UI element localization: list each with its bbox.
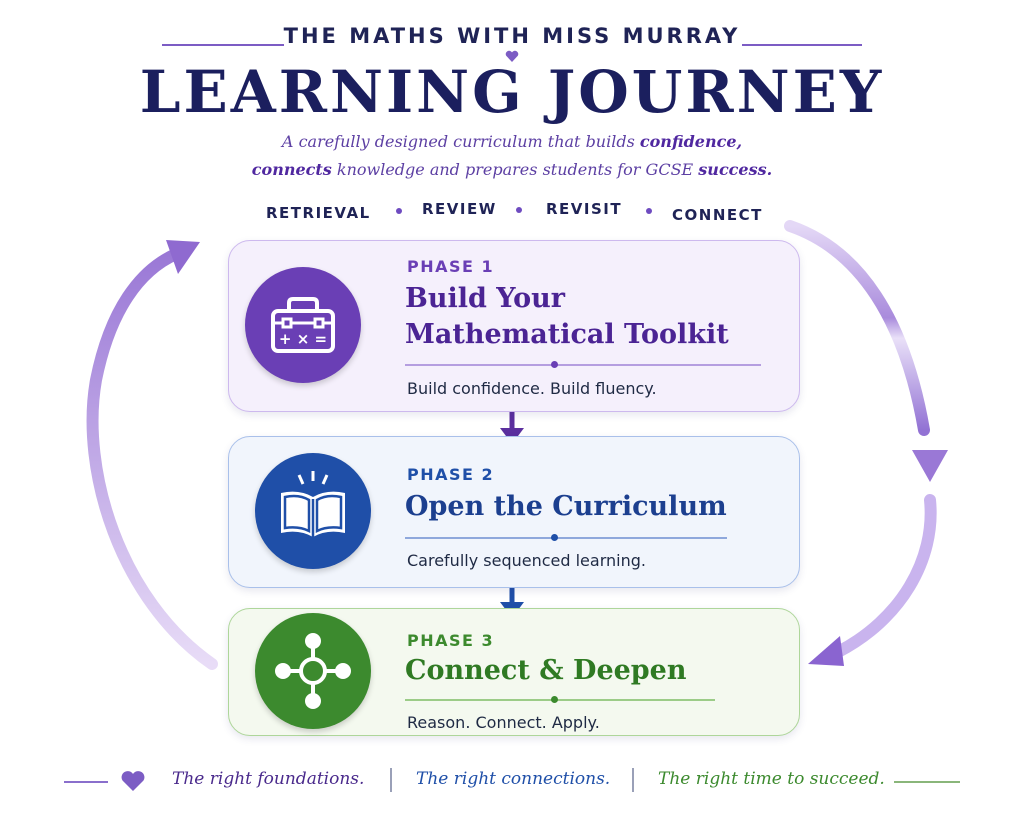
subtitle-emphasis-3: success. — [698, 160, 773, 179]
phase-2-rule — [405, 537, 727, 539]
phase-card-3: PHASE 3 Connect & Deepen Reason. Connect… — [228, 608, 800, 736]
phase-1-description: Build confidence. Build fluency. — [407, 379, 657, 398]
subtitle-text-2: knowledge and prepares students for GCSE — [331, 160, 699, 179]
principle-separator — [516, 207, 522, 213]
phase-1-label: PHASE 1 — [407, 257, 495, 276]
phase-1-rule — [405, 364, 761, 366]
toolkit-icon: + × = — [271, 297, 335, 353]
heart-icon — [121, 771, 145, 791]
subtitle-emphasis-2: connects — [251, 160, 332, 179]
subtitle: A carefully designed curriculum that bui… — [212, 128, 812, 184]
principle-revisit: REVISIT — [546, 200, 623, 218]
phase-2-rule-dot — [551, 534, 558, 541]
phase-2-description: Carefully sequenced learning. — [407, 551, 646, 570]
phase-2-badge — [255, 453, 371, 569]
footer-connections: The right connections. — [416, 769, 611, 789]
svg-text:+ × =: + × = — [279, 330, 327, 348]
phase-card-1: + × = PHASE 1 Build Your Mathematical To… — [228, 240, 800, 412]
network-icon — [275, 633, 351, 709]
principle-separator — [646, 208, 652, 214]
phase-3-badge — [255, 613, 371, 729]
footer-rule-left — [64, 781, 108, 783]
phase-1-badge: + × = — [245, 267, 361, 383]
footer-time-to-succeed: The right time to succeed. — [658, 769, 885, 789]
footer-divider — [390, 768, 392, 792]
phase-card-2: PHASE 2 Open the Curriculum Carefully se… — [228, 436, 800, 588]
page-title: LEARNING JOURNEY — [139, 58, 885, 126]
phase-2-title: Open the Curriculum — [405, 491, 727, 522]
principle-review: REVIEW — [422, 200, 497, 218]
kicker-rule-right — [742, 44, 862, 46]
principles-row: RETRIEVAL REVIEW REVISIT CONNECT — [262, 200, 772, 224]
subtitle-emphasis-1: confidence, — [639, 132, 743, 151]
phase-3-rule-dot — [551, 696, 558, 703]
phase-3-rule — [405, 699, 715, 701]
phase-2-label: PHASE 2 — [407, 465, 495, 484]
phase-3-description: Reason. Connect. Apply. — [407, 713, 600, 732]
principle-connect: CONNECT — [672, 206, 763, 224]
kicker-rule-left — [162, 44, 284, 46]
heart-icon — [505, 50, 519, 62]
phase-3-title: Connect & Deepen — [405, 655, 687, 686]
phase-1-title-line-1: Build Your — [405, 283, 566, 314]
phase-3-label: PHASE 3 — [407, 631, 495, 650]
principle-separator — [396, 208, 402, 214]
subtitle-text-1: A carefully designed curriculum that bui… — [281, 132, 640, 151]
footer-foundations: The right foundations. — [172, 769, 365, 789]
phase-1-rule-dot — [551, 361, 558, 368]
open-book-icon — [281, 471, 345, 537]
kicker-text: THE MATHS WITH MISS MURRAY — [283, 24, 741, 48]
phase-1-title-line-2: Mathematical Toolkit — [405, 319, 729, 350]
footer-rule-right — [894, 781, 960, 783]
footer-divider — [632, 768, 634, 792]
principle-retrieval: RETRIEVAL — [266, 204, 371, 222]
